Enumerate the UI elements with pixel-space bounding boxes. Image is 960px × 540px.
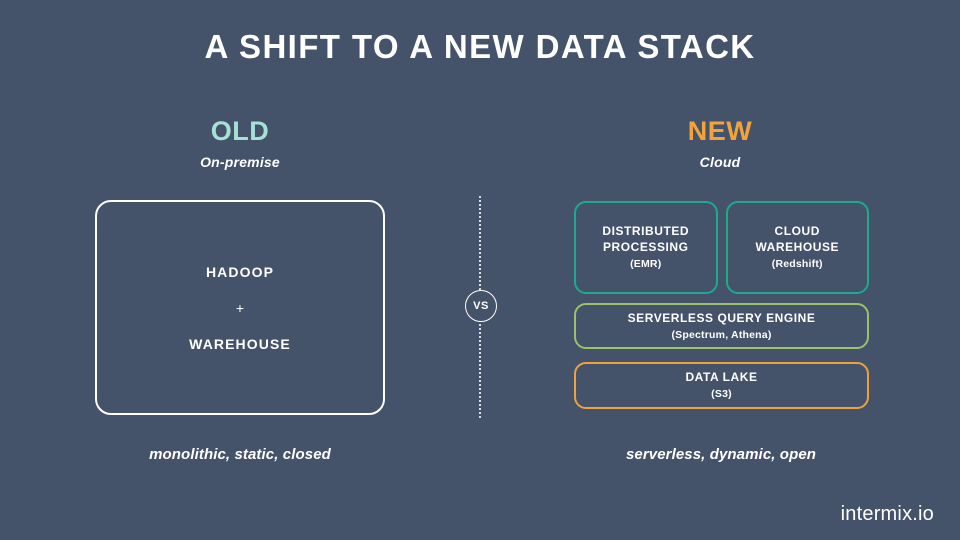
box-title-line2: PROCESSING bbox=[602, 240, 689, 255]
box-subtitle: (Redshift) bbox=[771, 258, 823, 271]
brand-logo: intermix.io bbox=[840, 503, 934, 525]
box-title-line1: DISTRIBUTED bbox=[602, 224, 690, 239]
box-title: DISTRIBUTED PROCESSING bbox=[602, 224, 689, 256]
new-stack-box-serverless-query-engine: SERVERLESS QUERY ENGINE (Spectrum, Athen… bbox=[574, 303, 869, 349]
new-stack-group: DISTRIBUTED PROCESSING (EMR) CLOUD WAREH… bbox=[574, 201, 869, 409]
new-stack-box-data-lake: DATA LAKE (S3) bbox=[574, 362, 869, 409]
new-caption: serverless, dynamic, open bbox=[625, 446, 817, 463]
new-subheading: Cloud bbox=[699, 154, 741, 171]
plus-separator-icon: + bbox=[235, 299, 245, 316]
new-stack-box-distributed-processing: DISTRIBUTED PROCESSING (EMR) bbox=[574, 201, 718, 294]
box-title: SERVERLESS QUERY ENGINE bbox=[627, 310, 816, 325]
old-heading: OLD bbox=[210, 116, 270, 146]
vs-badge: VS bbox=[465, 290, 497, 322]
new-stack-top-row: DISTRIBUTED PROCESSING (EMR) CLOUD WAREH… bbox=[574, 201, 869, 294]
old-stack-item-warehouse: WAREHOUSE bbox=[189, 335, 291, 352]
box-title: CLOUD WAREHOUSE bbox=[755, 224, 839, 256]
box-title-line1: CLOUD bbox=[774, 224, 820, 239]
box-title: DATA LAKE bbox=[685, 370, 758, 385]
page-title: A SHIFT TO A NEW DATA STACK bbox=[204, 28, 756, 65]
box-subtitle: (EMR) bbox=[630, 258, 662, 271]
old-stack-item-hadoop: HADOOP bbox=[205, 263, 275, 280]
box-title-line2: WAREHOUSE bbox=[755, 240, 840, 255]
box-subtitle: (Spectrum, Athena) bbox=[671, 328, 772, 341]
old-stack-box: HADOOP + WAREHOUSE bbox=[95, 200, 385, 415]
new-heading: NEW bbox=[687, 116, 753, 146]
old-subheading: On-premise bbox=[200, 154, 280, 171]
box-subtitle: (S3) bbox=[711, 388, 732, 401]
old-caption: monolithic, static, closed bbox=[149, 446, 331, 463]
column-header-new: NEW Cloud bbox=[570, 116, 870, 170]
new-stack-box-cloud-warehouse: CLOUD WAREHOUSE (Redshift) bbox=[725, 201, 869, 294]
column-header-old: OLD On-premise bbox=[90, 116, 390, 170]
